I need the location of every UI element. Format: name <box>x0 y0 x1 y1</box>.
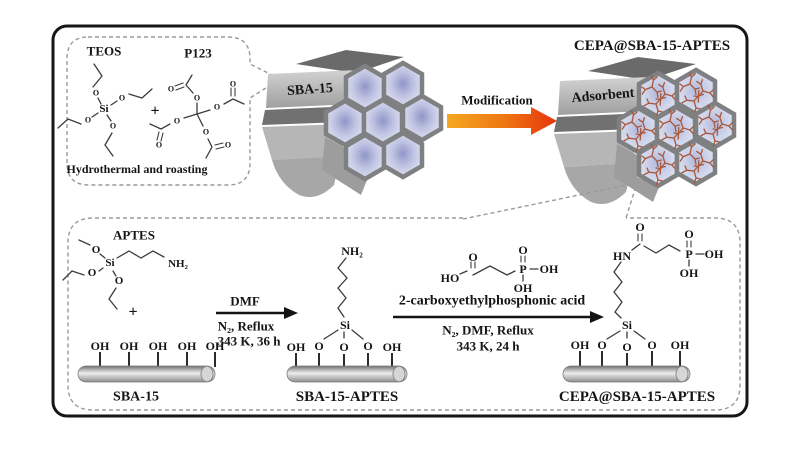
arrowhead <box>590 311 604 323</box>
p-atom: P <box>685 247 692 261</box>
si-atom: Si <box>99 103 108 115</box>
si-atom: Si <box>340 318 351 332</box>
product-label: CEPA@SBA-15-APTES <box>559 389 715 405</box>
o-atom: O <box>363 339 372 353</box>
modification-arrow <box>447 107 557 135</box>
cepa-product-structure: O HN P O OH OH Si O O O OH OH CEPA@SBA-1… <box>559 220 724 405</box>
o-atom: O <box>174 117 180 126</box>
o-atom: O <box>88 267 97 279</box>
oh-group: OH <box>120 339 139 353</box>
cepa-molecule: HO O O P OH OH <box>441 243 559 295</box>
reaction-arrow-2: 2-carboxyethylphosphonic acid N₂, DMF, R… <box>393 294 604 354</box>
rod-endcap <box>392 365 406 383</box>
synthesis-box: APTES Si O O O NH₂ + OH OH OH OH OH SBA-… <box>62 217 741 411</box>
o-atom: O <box>194 94 200 103</box>
cepa-product-rod <box>562 365 691 383</box>
sba15-aptes-structure: NH₂ Si O O O OH OH SBA-15-APTES <box>286 244 408 405</box>
o-atom: O <box>110 122 116 131</box>
oh-group: OH <box>680 266 699 280</box>
o-atom: O <box>119 94 125 103</box>
o-atom: O <box>85 116 91 125</box>
step1-cond1: N₂, Reflux <box>218 319 275 334</box>
o-atom: O <box>168 85 174 94</box>
o-atom: O <box>115 275 124 287</box>
sba15-block-label: SBA-15 <box>287 81 334 99</box>
o-atom: O <box>230 80 236 89</box>
step1-reagent: DMF <box>230 294 260 309</box>
o-atom: O <box>156 141 162 150</box>
teos-label: TEOS <box>87 44 122 59</box>
oh-group: OH <box>705 247 724 261</box>
sba15-rod <box>77 365 216 383</box>
oh-group: OH <box>671 338 690 352</box>
sba15-structure: SBA-15 <box>262 50 441 198</box>
precursor-box: TEOS P123 + Hydrothermal and roasting Si… <box>57 36 282 186</box>
sba15-aptes-rod <box>286 365 408 383</box>
plus-sign: + <box>150 103 159 120</box>
si-atom: Si <box>105 257 114 269</box>
o-atom: O <box>225 141 231 150</box>
adsorbent-block-label: Adsorbent <box>571 86 635 106</box>
oh-group: OH <box>206 339 225 353</box>
step2-cond2: 343 K, 24 h <box>457 339 521 354</box>
modification-arrow-group: Modification <box>447 93 557 135</box>
o-atom: O <box>468 250 477 264</box>
ho-group: HO <box>441 271 460 285</box>
oh-group: OH <box>540 262 559 276</box>
oh-group: OH <box>91 339 110 353</box>
arrowhead <box>284 307 298 319</box>
o-atom: O <box>647 338 656 352</box>
adsorbent-structure: CEPA@SBA-15-APTES Adsorbent <box>554 38 734 205</box>
oh-group: OH <box>149 339 168 353</box>
oh-group: OH <box>287 340 306 354</box>
o-atom: O <box>684 227 693 241</box>
nh2-group: NH₂ <box>341 244 363 258</box>
callout-lines <box>462 182 639 220</box>
hn-group: HN <box>613 249 631 263</box>
reaction-arrow-1: DMF N₂, Reflux 343 K, 36 h <box>216 294 298 349</box>
hydrothermal-caption: Hydrothermal and roasting <box>67 162 208 176</box>
o-atom: O <box>597 338 606 352</box>
aptes-structure: APTES Si O O O NH₂ <box>62 228 189 310</box>
intermediate-label: SBA-15-APTES <box>296 389 399 405</box>
o-atom: O <box>203 128 209 137</box>
modification-label: Modification <box>461 93 533 108</box>
nh2-group: NH₂ <box>168 258 189 270</box>
step2-cond1: N₂, DMF, Reflux <box>442 323 534 338</box>
o-atom: O <box>93 89 99 98</box>
oh-group: OH <box>178 339 197 353</box>
o-atom: O <box>622 340 631 354</box>
step2-reagent: 2-carboxyethylphosphonic acid <box>399 294 586 309</box>
p123-label: P123 <box>184 46 212 61</box>
teos-structure: Si O O O O <box>57 63 153 157</box>
plus-sign: + <box>128 304 137 321</box>
p-atom: P <box>519 262 526 276</box>
oh-group: OH <box>571 338 590 352</box>
si-atom: Si <box>622 318 633 332</box>
sba15-rod-label: SBA-15 <box>113 390 159 405</box>
p123-structure: O O O O O O O O <box>149 74 245 159</box>
synthesis-box-border <box>67 217 741 411</box>
sba15-rod-group: OH OH OH OH OH SBA-15 <box>77 339 225 405</box>
rod-endcap <box>200 365 214 383</box>
o-atom: O <box>92 244 101 256</box>
o-atom: O <box>314 339 323 353</box>
aptes-label: APTES <box>113 228 155 243</box>
o-atom: O <box>339 340 348 354</box>
o-atom: O <box>214 103 220 112</box>
o-atom: O <box>518 243 527 257</box>
o-atom: O <box>635 220 644 234</box>
step1-cond2: 343 K, 36 h <box>218 334 282 349</box>
oh-group: OH <box>383 340 402 354</box>
product-title: CEPA@SBA-15-APTES <box>574 38 730 54</box>
rod-endcap <box>675 365 689 383</box>
oh-group: OH <box>514 281 533 295</box>
